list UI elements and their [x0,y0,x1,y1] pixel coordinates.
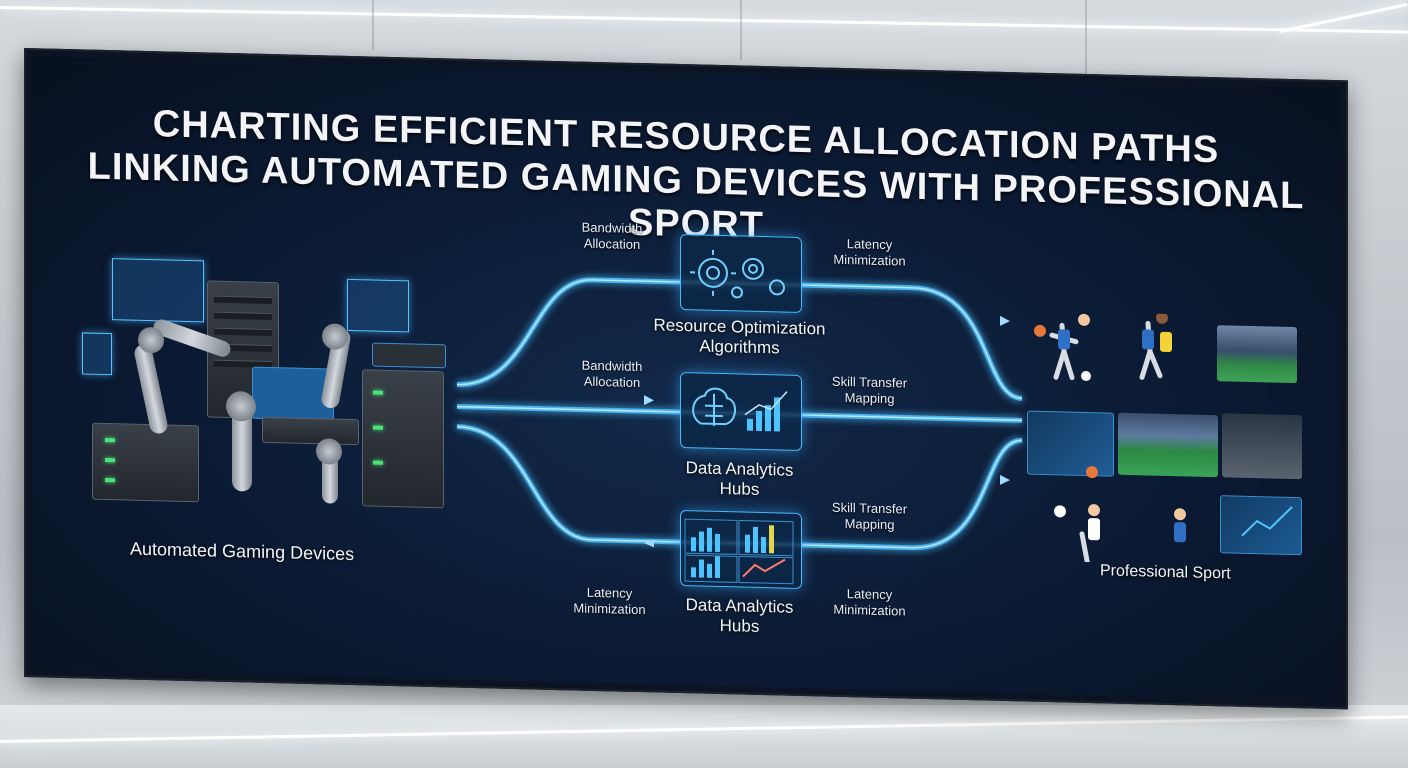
athlete-figure [1049,320,1163,568]
diagram-canvas: CHARTING EFFICIENT RESOURCE ALLOCATION P… [32,56,1340,702]
edge-label-bandwidth-top: Bandwidth Allocation [581,219,643,253]
athlete-head [1174,508,1186,521]
wall-seam [740,0,742,60]
robot-joint [138,326,164,354]
node-resource-optimization-panel [680,234,802,314]
athlete-head [1078,313,1090,326]
basketball-icon [1034,324,1046,337]
server-rack [92,422,199,503]
edge-label-latency-bottom-left: Latency Minimization [573,584,646,618]
node-data-analytics-hub-2-panel [680,510,802,590]
keyboard [372,342,446,369]
football-icon [1081,370,1091,381]
brain-analytics-icon [692,387,788,432]
robot-joint [316,438,342,465]
athlete-head [1088,504,1100,517]
edge-label-latency-top-right: Latency Minimization [833,236,906,269]
edge-label-skill-transfer-middle: Skill Transfer Mapping [831,373,908,407]
node-data-analytics-hub-2-label: Data Analytics Hubs [685,595,794,636]
node-data-analytics-hub-1-label: Data Analytics Hubs [685,458,794,499]
athlete-figures [1034,311,1293,568]
professional-sport-illustration [1022,310,1322,568]
display-screen: CHARTING EFFICIENT RESOURCE ALLOCATION P… [24,48,1348,710]
arrow-head [644,539,654,548]
edge-label-bandwidth-middle: Bandwidth Allocation [581,357,643,391]
automated-gaming-devices-illustration [72,247,452,516]
hologram-panel [347,278,409,333]
gears-icon [690,249,785,299]
robot-joint [322,323,348,350]
athlete-head [1156,311,1168,324]
athlete-jersey [1160,331,1172,352]
wall-seam [372,0,374,50]
target-label: Professional Sport [1100,562,1231,583]
arrow-head [644,395,654,406]
athlete-jersey [1088,518,1100,541]
server-rack [362,369,444,509]
athlete-jersey [1058,329,1070,350]
edge-label-latency-bottom-right: Latency Minimization [833,586,906,619]
hologram-panel [82,332,112,376]
node-resource-optimization-label: Resource Optimization Algorithms [653,315,826,358]
edge-label-skill-transfer-lower: Skill Transfer Mapping [831,499,908,533]
laptop-keyboard [262,416,359,446]
chart-line [1241,506,1293,537]
wall-seam [1085,0,1087,80]
hologram-panel [112,258,204,323]
athlete-jersey [1174,522,1186,543]
node-data-analytics-hub-1-panel [680,372,802,452]
athlete-jersey [1142,329,1154,350]
arrow-head [1000,474,1010,485]
arrow-head [1000,315,1010,326]
robot-joint [226,390,256,422]
football-icon [1054,505,1066,518]
ceiling-light-strip [0,6,1408,34]
bar-charts-icon [684,518,794,585]
basketball-icon [1086,466,1098,479]
robot-arm [132,343,170,436]
